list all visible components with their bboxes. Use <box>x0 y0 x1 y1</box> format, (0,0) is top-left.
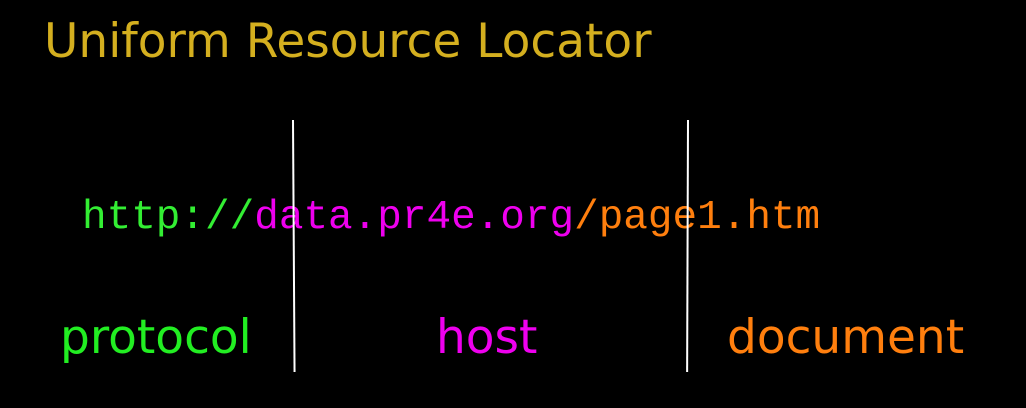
label-document: document <box>727 310 965 365</box>
url-host-part: data.pr4e.org <box>254 195 575 241</box>
label-host: host <box>436 310 538 365</box>
slide-title: Uniform Resource Locator <box>44 14 652 69</box>
url-example: http://data.pr4e.org/page1.htm <box>82 195 821 241</box>
label-protocol: protocol <box>60 310 252 365</box>
url-protocol-part: http:// <box>82 195 255 241</box>
divider-protocol-host <box>292 119 296 372</box>
url-document-part: /page1.htm <box>574 195 821 241</box>
divider-host-document <box>686 120 689 373</box>
